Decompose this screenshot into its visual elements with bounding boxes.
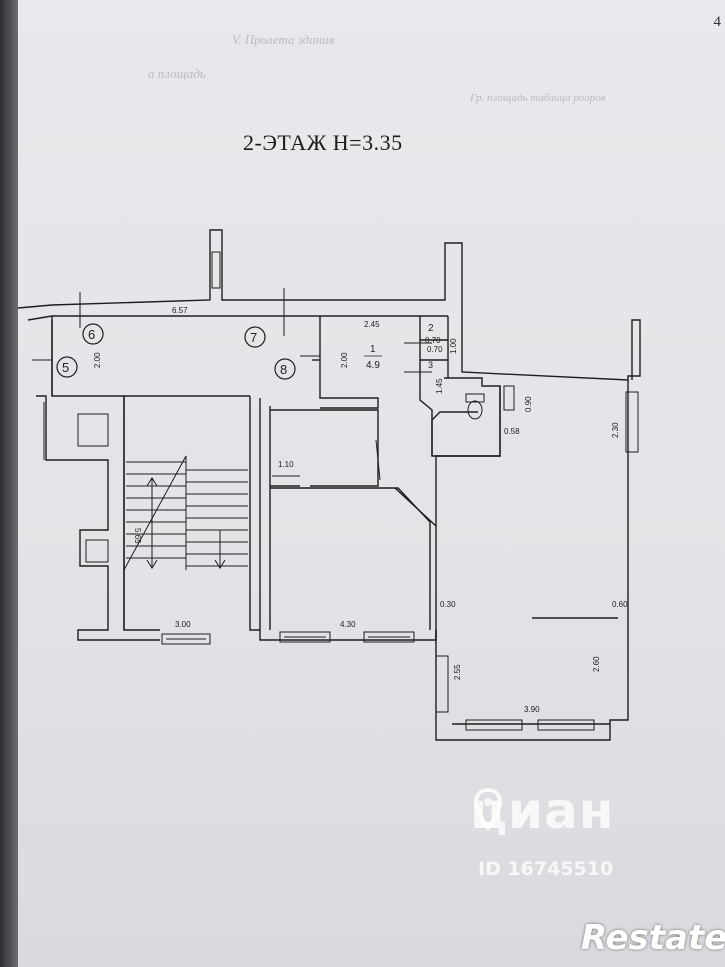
- dim-430: 4.30: [340, 620, 356, 629]
- page-number: 4: [713, 14, 722, 30]
- room-6-circle: [82, 323, 104, 345]
- dim-090: 0.90: [524, 396, 533, 412]
- staircase: [123, 455, 248, 571]
- dim-565: 5.65: [133, 528, 142, 544]
- dimension-ticks: [32, 288, 432, 481]
- dim-060: 0.60: [612, 600, 628, 609]
- toilet-fixture: [465, 393, 485, 420]
- faint-header-line-2: а площадь: [148, 66, 206, 81]
- floor-title: 2-ЭТАЖ Н=3.35: [243, 130, 403, 155]
- dim-110: 1.10: [278, 460, 294, 469]
- cian-id-watermark: ID 16745510: [478, 858, 614, 880]
- room-1-number: 1: [370, 344, 376, 355]
- room-5-circle: [56, 356, 78, 378]
- dim-070b: 0.70: [427, 345, 443, 354]
- dim-300: 3.00: [175, 620, 191, 629]
- room-number-5: 5: [62, 360, 69, 375]
- walls: [17, 229, 641, 741]
- room-1-area: 4.9: [366, 360, 380, 371]
- location-pin-icon: [474, 788, 502, 832]
- room-number-7: 7: [250, 330, 257, 345]
- room-2-label: 2: [428, 323, 434, 334]
- page-binding-edge: [0, 0, 18, 967]
- dim-145: 1.45: [435, 378, 444, 394]
- dim-030: 0.30: [440, 600, 456, 609]
- room-marker-circles: [56, 323, 296, 380]
- room-8-circle: [274, 358, 296, 380]
- cian-watermark: циан: [470, 782, 615, 840]
- restate-watermark: Restate: [581, 918, 725, 958]
- dim-255: 2.55: [453, 664, 462, 680]
- dim-260: 2.60: [592, 656, 601, 672]
- dim-657: 6.57: [172, 306, 188, 315]
- room-number-6: 6: [88, 327, 95, 342]
- dim-058: 0.58: [504, 427, 520, 436]
- dim-245: 2.45: [364, 320, 380, 329]
- room-3-label: 3: [428, 360, 433, 370]
- faint-header-line-3: Гр. площадь таблица рооров: [470, 92, 606, 104]
- paper-sheet: [18, 0, 725, 967]
- room-number-8: 8: [280, 362, 287, 377]
- windows: [77, 251, 639, 731]
- dim-100: 1.00: [449, 338, 458, 354]
- dim-230: 2.30: [611, 422, 620, 438]
- dim-200a: 2.00: [93, 352, 102, 368]
- faint-header-line-1: V. Пролета здания: [232, 32, 335, 47]
- dim-070a: 0.70: [425, 336, 441, 345]
- dim-390: 3.90: [524, 705, 540, 714]
- dim-200b: 2.00: [340, 352, 349, 368]
- room-7-circle: [244, 326, 266, 348]
